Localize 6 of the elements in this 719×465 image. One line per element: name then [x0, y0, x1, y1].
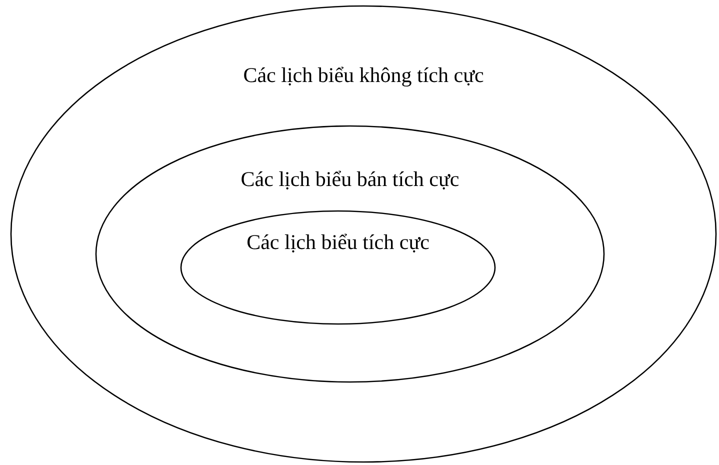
ellipse-label: Các lịch biểu không tích cực [243, 63, 484, 88]
ellipse [180, 210, 496, 325]
ellipse-label: Các lịch biểu bán tích cực [240, 167, 460, 192]
ellipse [95, 125, 605, 383]
ellipse [10, 5, 717, 463]
ellipse-label: Các lịch biểu tích cực [246, 230, 430, 255]
